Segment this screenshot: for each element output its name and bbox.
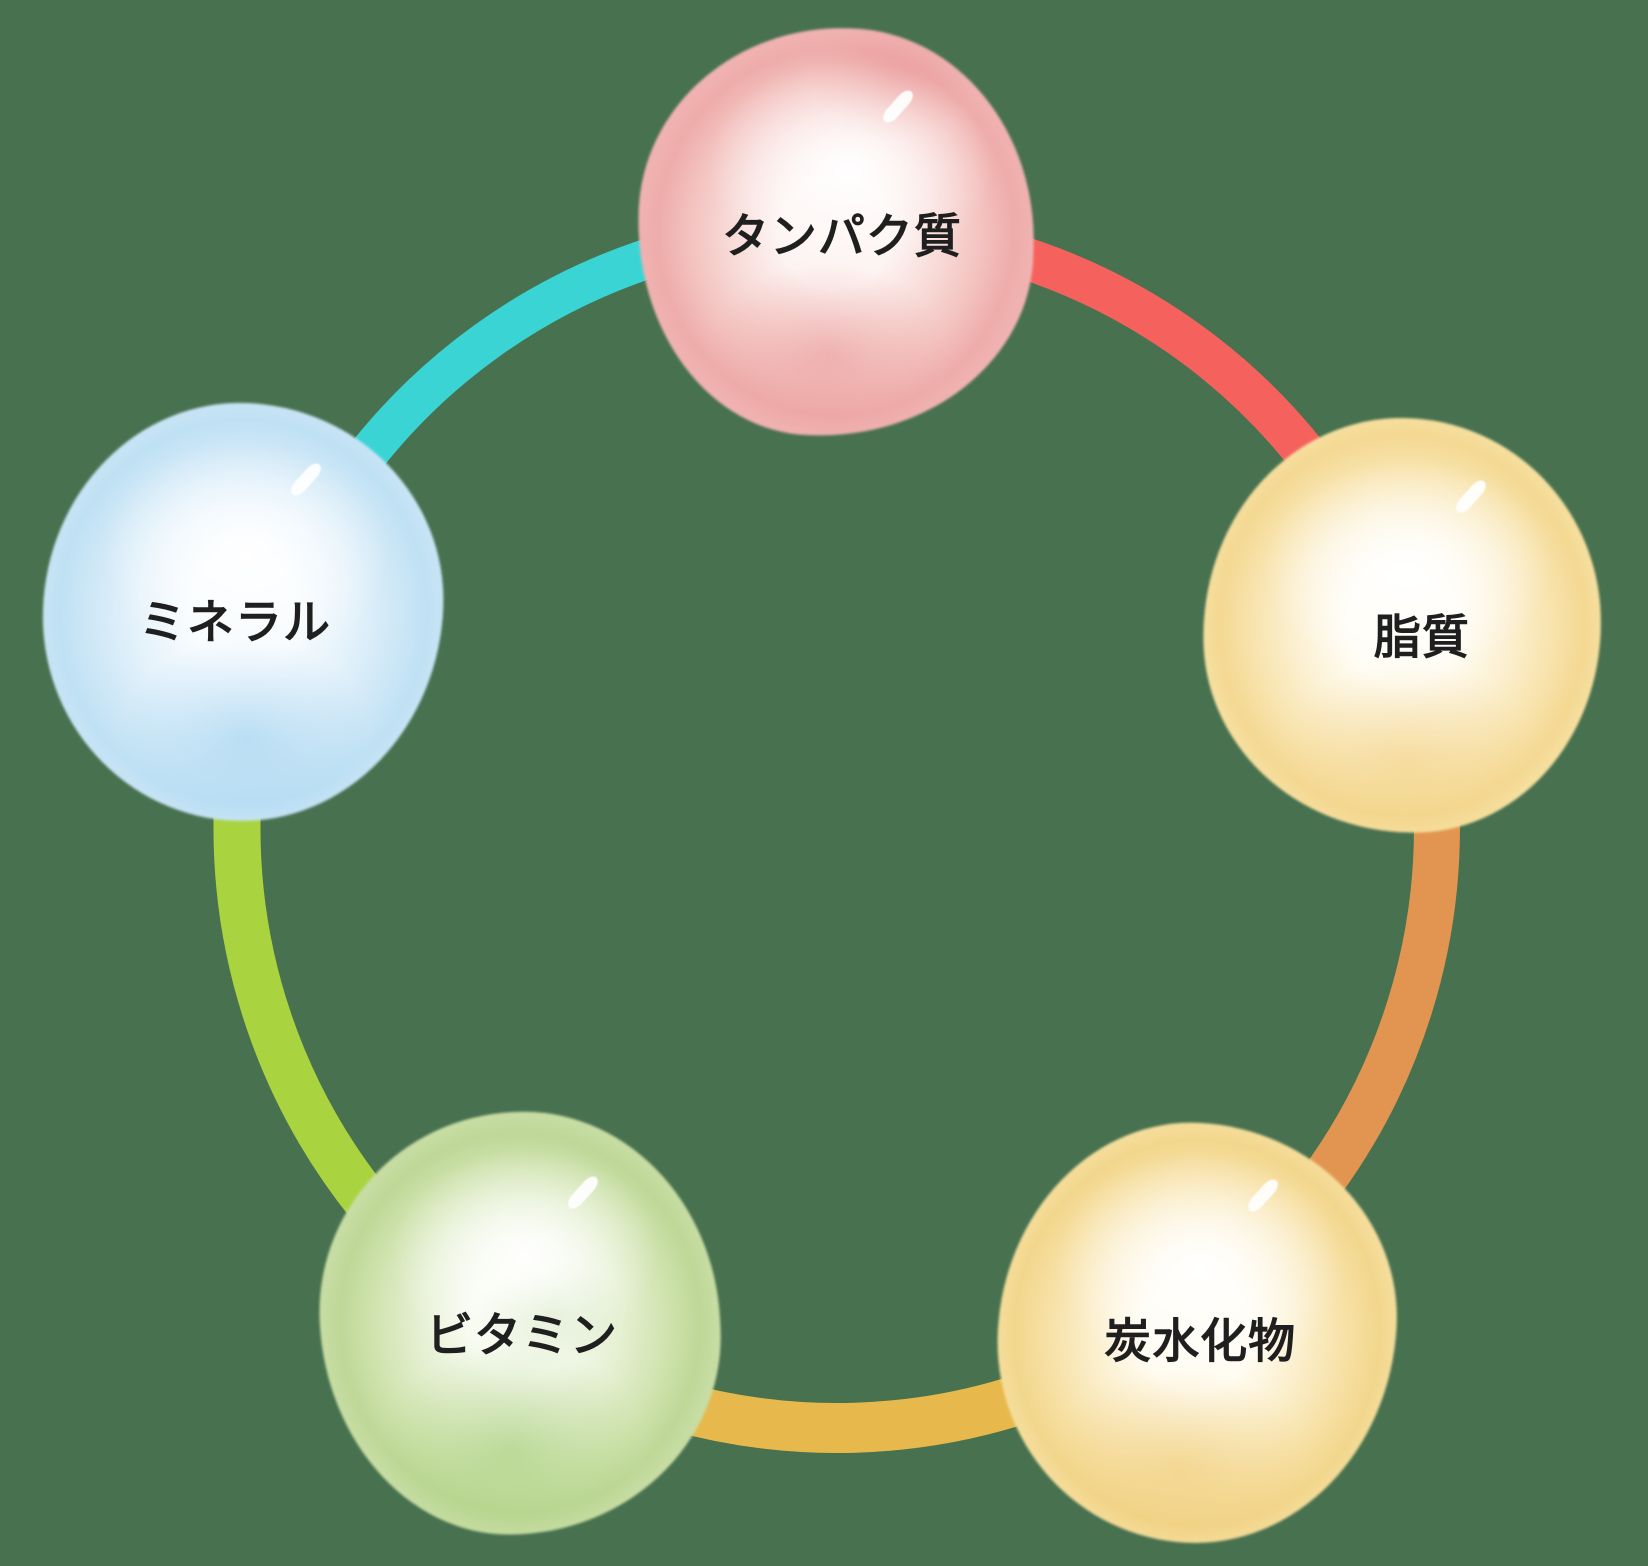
node-mineral-label: ミネラル bbox=[139, 595, 331, 651]
shine-highlight bbox=[287, 460, 325, 499]
shine-highlight bbox=[1244, 1176, 1282, 1215]
node-protein: タンパク質 bbox=[638, 28, 1034, 436]
shine-highlight bbox=[1452, 477, 1490, 516]
node-carbohydrate-label: 炭水化物 bbox=[1104, 1314, 1297, 1370]
node-protein-label: タンパク質 bbox=[721, 209, 962, 265]
shine-highlight bbox=[879, 87, 917, 126]
node-vitamin-label: ビタミン bbox=[426, 1308, 618, 1364]
node-mineral: ミネラル bbox=[43, 403, 443, 821]
node-fat: 脂質 bbox=[1203, 418, 1601, 833]
shine-highlight bbox=[564, 1173, 602, 1212]
node-carbohydrate: 炭水化物 bbox=[998, 1123, 1396, 1543]
node-vitamin: ビタミン bbox=[320, 1112, 720, 1534]
node-fat-label: 脂質 bbox=[1373, 610, 1470, 666]
